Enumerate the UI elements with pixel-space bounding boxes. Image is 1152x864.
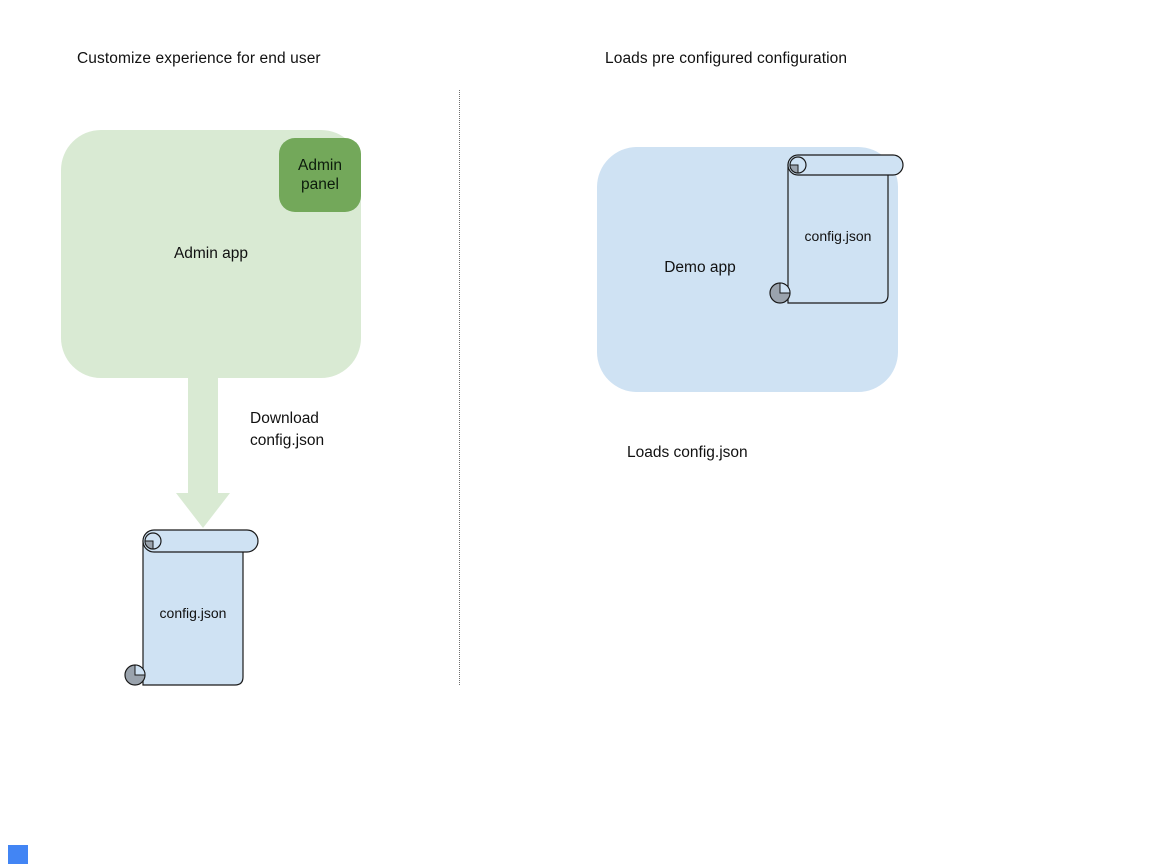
loads-config-caption: Loads config.json (627, 444, 748, 461)
corner-marker (8, 845, 28, 864)
admin-panel-label: Admin panel (298, 156, 342, 193)
config-json-scroll-right: config.json (769, 154, 904, 304)
admin-panel-box: Admin panel (279, 138, 361, 212)
download-arrow-label-line2: config.json (250, 432, 325, 449)
download-arrow-icon (176, 378, 230, 528)
config-json-scroll-left: config.json (124, 529, 259, 686)
download-arrow-label: Download config.json (250, 408, 324, 452)
right-section-title: Loads pre configured configuration (605, 50, 848, 67)
left-section-title: Customize experience for end user (77, 50, 321, 67)
download-arrow-label-line1: Download (250, 410, 319, 427)
demo-app-label: Demo app (664, 259, 736, 276)
admin-app-box: Admin app Admin panel (61, 130, 361, 378)
admin-app-label: Admin app (173, 245, 249, 262)
config-json-label-left: config.json (160, 605, 227, 621)
section-divider (459, 90, 460, 685)
config-json-label-right: config.json (805, 228, 872, 244)
